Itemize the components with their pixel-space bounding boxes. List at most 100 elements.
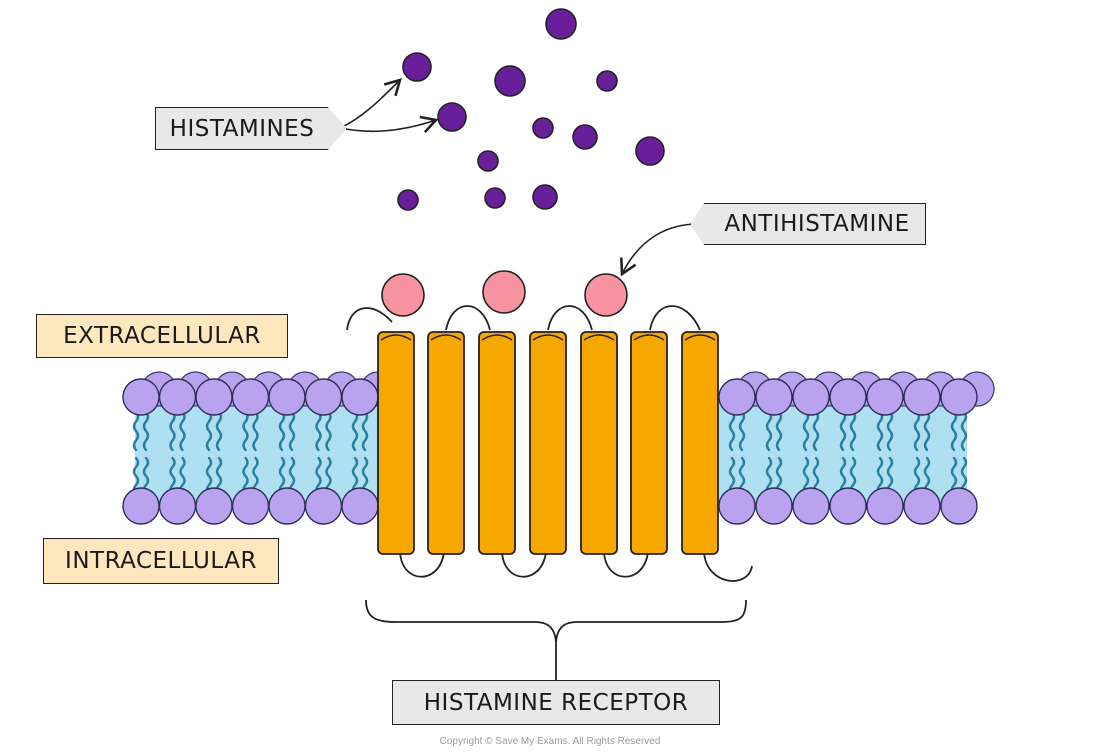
lipid-tail	[913, 456, 921, 496]
phospholipid-heads	[122, 371, 995, 525]
helix-top-edge	[583, 334, 615, 341]
lipid-tail	[950, 410, 958, 452]
intracellular-label-text: INTRACELLULAR	[65, 548, 257, 574]
phospholipid-head	[341, 487, 379, 525]
histamine-receptor-label: HISTAMINE RECEPTOR	[392, 680, 720, 725]
phospholipid-head	[829, 487, 867, 525]
lipid-tail	[849, 410, 857, 452]
phospholipid-head	[866, 378, 904, 416]
lipid-tail	[351, 456, 359, 496]
lipid-tail	[876, 456, 884, 496]
lipid-tail	[886, 410, 894, 452]
antihistamine-molecule	[584, 273, 628, 317]
lipid-tail	[242, 456, 249, 496]
histamine-receptor-label-text: HISTAMINE RECEPTOR	[423, 689, 689, 716]
antihistamine-molecule	[381, 273, 425, 317]
lipid-tail	[765, 456, 773, 496]
histamine-molecule	[402, 52, 432, 82]
lipid-tail	[738, 410, 746, 452]
phospholipid-head	[158, 378, 197, 416]
lipid-tail	[242, 410, 249, 452]
histamines-arrow-upper	[339, 78, 402, 129]
transmembrane-helix	[427, 331, 465, 555]
histamine-molecule	[477, 150, 499, 172]
lipid-tail	[950, 456, 958, 496]
phospholipid-head	[940, 487, 978, 525]
phospholipid-head	[718, 378, 756, 416]
lipid-tail	[142, 410, 150, 452]
c-terminal-loop	[703, 551, 753, 582]
n-terminal-loop	[346, 307, 393, 331]
lipid-tail	[132, 456, 140, 496]
phospholipid-head	[903, 378, 941, 416]
extracellular-loop-2	[547, 305, 593, 331]
histamine-molecules	[397, 8, 665, 211]
phospholipid-head	[122, 378, 160, 416]
lipid-tail	[169, 456, 176, 496]
lipid-tail	[288, 410, 296, 452]
lipid-tail	[839, 410, 847, 452]
lipid-tail	[960, 410, 968, 452]
lipid-tail	[913, 410, 921, 452]
lipid-tail	[169, 410, 176, 452]
phospholipid-head	[341, 378, 379, 416]
histamine-molecule	[397, 189, 419, 211]
histamines-label: HISTAMINES	[155, 107, 347, 150]
phospholipid-head	[304, 378, 343, 416]
lipid-tail	[315, 410, 322, 452]
intracellular-loop-2	[501, 551, 547, 578]
helix-top-edge	[430, 334, 462, 341]
lipid-tail	[728, 410, 736, 452]
lipid-tail	[205, 456, 213, 496]
helix-top-edge	[380, 334, 412, 341]
phospholipid-head	[231, 487, 270, 525]
transmembrane-helix	[377, 331, 415, 555]
transmembrane-helix	[681, 331, 719, 555]
phospholipid-head	[122, 487, 160, 525]
lipid-tail	[351, 410, 359, 452]
lipid-tail	[802, 456, 810, 496]
phospholipid-head	[792, 487, 830, 525]
helix-top-edge	[684, 334, 716, 341]
intracellular-loop-3	[603, 551, 649, 578]
histamine-molecule	[635, 136, 665, 166]
helix-top-edge	[481, 334, 513, 341]
histamine-molecule	[532, 117, 554, 139]
transmembrane-helix	[478, 331, 516, 555]
phospholipid-head	[718, 487, 756, 525]
phospholipid-head	[866, 487, 904, 525]
phospholipid-head	[829, 378, 867, 416]
lipid-tail	[278, 410, 286, 452]
extracellular-label: EXTRACELLULAR	[36, 314, 288, 358]
lipid-tail	[876, 410, 884, 452]
lipid-tail	[179, 410, 186, 452]
antihistamine-molecules	[381, 270, 628, 317]
lipid-tail	[205, 410, 213, 452]
lipid-tail	[278, 456, 286, 496]
extracellular-loop-3	[649, 305, 701, 331]
antihistamine-arrow	[620, 223, 699, 277]
lipid-tail	[215, 410, 223, 452]
lipid-tail	[775, 410, 783, 452]
intracellular-loop-1	[399, 551, 445, 578]
helix-top-edge	[532, 334, 564, 341]
phospholipid-head	[304, 487, 343, 525]
antihistamine-label-text: ANTIHISTAMINE	[724, 211, 910, 237]
copyright-notice: Copyright © Save My Exams. All Rights Re…	[439, 736, 661, 747]
lipid-tail	[728, 456, 736, 496]
histamine-molecule	[532, 184, 558, 210]
antihistamine-molecule	[482, 270, 526, 314]
transmembrane-helix	[580, 331, 618, 555]
lipid-tail	[923, 410, 931, 452]
phospholipid-head	[755, 487, 793, 525]
histamines-arrow-lower	[339, 115, 439, 134]
phospholipid-head	[195, 487, 233, 525]
phospholipid-head	[903, 487, 941, 525]
phospholipid-head	[231, 378, 270, 416]
lipid-tail	[361, 410, 369, 452]
lipid-tail	[315, 456, 322, 496]
extracellular-loop-1	[445, 305, 491, 331]
histamine-molecule	[545, 8, 577, 40]
